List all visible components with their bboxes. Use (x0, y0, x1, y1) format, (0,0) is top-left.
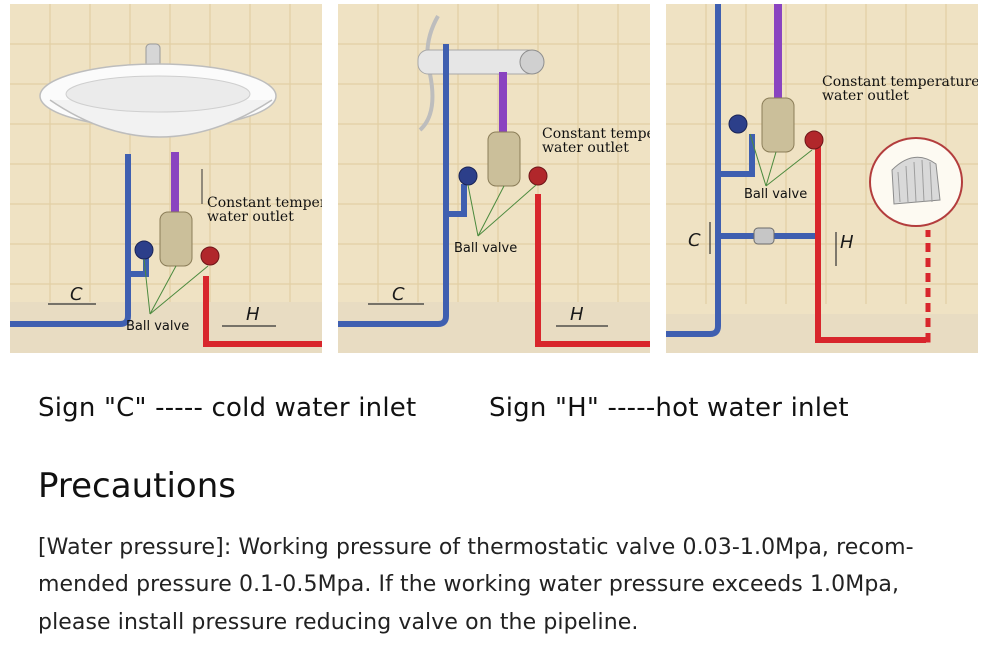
hot-pipe-dashed (925, 230, 931, 343)
cold-pipe (10, 154, 131, 327)
cold-inlet-legend: Sign "C" ----- cold water inlet (38, 393, 417, 423)
hot-mark: H (246, 304, 260, 325)
hot-mark: H (570, 304, 584, 325)
basin-installation-diagram: Constant temperature water outlet Ball v… (10, 4, 322, 353)
cold-pipe (666, 4, 721, 337)
shower-installation-diagram: Constant temperature water outlet Ball v… (338, 4, 650, 353)
precautions-line-3: please install pressure reducing valve o… (38, 610, 639, 635)
ball-valve-icon (200, 246, 220, 266)
thermostatic-valve-icon (761, 97, 795, 153)
wall-background (10, 4, 322, 353)
ball-valve-icon (728, 114, 748, 134)
hot-pipe (535, 194, 650, 347)
hot-pipe (203, 276, 322, 347)
diagram-panel-shower: Constant temperature water outlet Ball v… (338, 4, 650, 353)
thermostatic-valve-icon (159, 211, 193, 267)
ball-valve-label: Ball valve (126, 319, 189, 334)
ball-valve-icon (458, 166, 478, 186)
precautions-line-1: [Water pressure]: Working pressure of th… (38, 535, 914, 560)
hot-mark: H (840, 232, 854, 253)
ball-valve-icon (134, 240, 154, 260)
cold-mark: C (688, 230, 701, 251)
thermostatic-valve-icon (487, 131, 521, 187)
water-heater-icon (891, 156, 941, 205)
outlet-label-line-2: water outlet (822, 88, 909, 104)
diagram-panel-heater: Constant temperature water outlet Ball v… (666, 4, 978, 353)
label-pointers (143, 258, 209, 315)
cold-pipe (338, 44, 449, 327)
cold-mark: C (392, 284, 405, 305)
outlet-label-line-1: Constant temperature (542, 126, 650, 142)
precautions-line-2: mended pressure 0.1-0.5Mpa. If the worki… (38, 572, 900, 597)
label-pointers (749, 133, 813, 187)
label-pointers (467, 184, 537, 237)
outlet-label-line-2: water outlet (207, 209, 294, 225)
outlet-label-line-2: water outlet (542, 140, 629, 156)
outlet-label-line-1: Constant temperature (822, 74, 978, 90)
ball-valve-icon (528, 166, 548, 186)
hot-pipe (815, 144, 926, 343)
ball-valve-label: Ball valve (744, 187, 807, 202)
hot-inlet-legend: Sign "H" -----hot water inlet (489, 393, 849, 423)
diagram-panel-basin: Constant temperature water outlet Ball v… (10, 4, 322, 353)
cold-mark: C (70, 284, 83, 305)
precautions-title: Precautions (38, 466, 236, 506)
heater-installation-diagram: Constant temperature water outlet Ball v… (666, 4, 978, 353)
ball-valve-label: Ball valve (454, 241, 517, 256)
outlet-label-line-1: Constant temperature (207, 195, 322, 211)
ball-valve-icon (753, 227, 775, 245)
ball-valve-icon (804, 130, 824, 150)
